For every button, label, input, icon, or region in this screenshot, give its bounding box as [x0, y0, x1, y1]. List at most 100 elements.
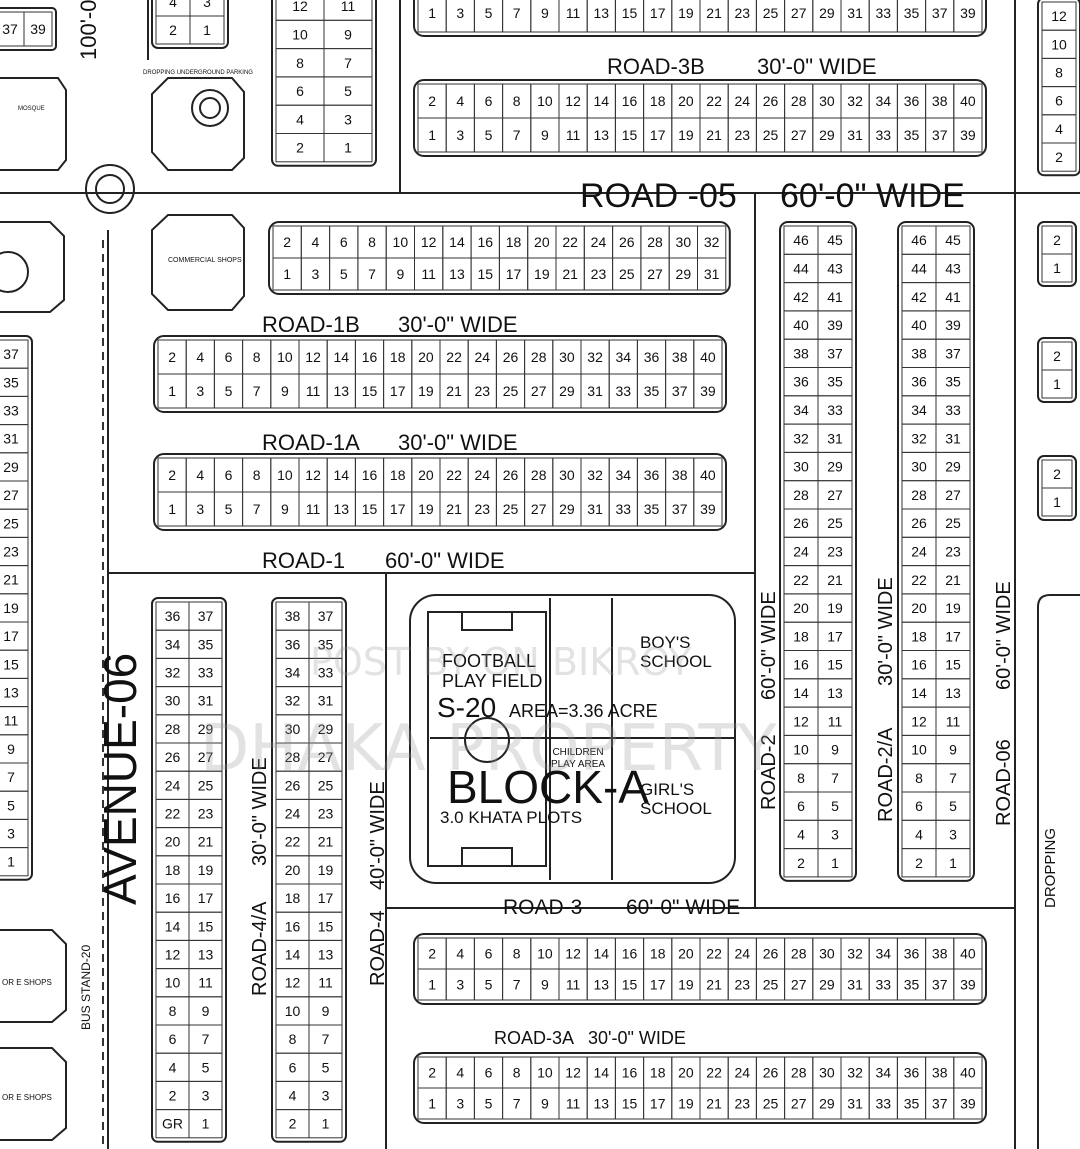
plot-number: 1	[831, 855, 839, 871]
plot-number: 36	[644, 467, 660, 483]
plot-number: 19	[678, 5, 694, 21]
plot-number: 25	[318, 777, 334, 793]
plot-number: 38	[932, 93, 948, 109]
plot-number: 21	[706, 5, 722, 21]
plot-number: 4	[456, 1065, 464, 1081]
plot-number: 17	[650, 1096, 666, 1112]
plot-number: 39	[700, 501, 716, 517]
plot-number: 10	[277, 467, 293, 483]
plot-number: 15	[622, 1096, 638, 1112]
plot-number: 9	[541, 977, 549, 993]
plot-number: 20	[418, 349, 434, 365]
road-2-name: ROAD-2	[758, 734, 780, 810]
bus-stand-block-a	[0, 929, 67, 1023]
plot-number: 31	[847, 5, 863, 21]
plot-number: 40	[960, 93, 976, 109]
plot-number: 25	[763, 127, 779, 143]
plot-number: 15	[945, 657, 961, 673]
plot-number: 3	[344, 111, 352, 127]
plot-number: 1	[1053, 376, 1061, 392]
plot-number: 36	[904, 93, 920, 109]
plot-number: 16	[911, 657, 927, 673]
plot-number: 3	[949, 826, 957, 842]
plot-number: 31	[318, 693, 334, 709]
plot-number: 17	[650, 977, 666, 993]
plot-number: 13	[945, 685, 961, 701]
plot-number: 4	[456, 93, 464, 109]
plot-block-right-1: 21	[1037, 221, 1077, 287]
plot-number: 33	[876, 977, 892, 993]
commercial-shops-block	[151, 214, 245, 311]
plot-number: 19	[418, 383, 434, 399]
plot-number: 8	[915, 770, 923, 786]
plot-number: 7	[344, 55, 352, 71]
plot-number: 21	[3, 572, 19, 588]
plot-number: 25	[763, 1096, 779, 1112]
plot-number: 1	[428, 1096, 436, 1112]
plot-number: 2	[1053, 232, 1061, 248]
plot-number: 31	[945, 430, 961, 446]
plot-number: 11	[421, 266, 436, 282]
plot-number: 27	[647, 266, 663, 282]
roundabout-inner	[95, 174, 125, 204]
plot-number: 24	[735, 93, 751, 109]
plot-number: 3	[7, 826, 15, 842]
plot-number: 26	[793, 515, 809, 531]
plot-number: 37	[198, 608, 214, 624]
plot-number: 21	[318, 834, 334, 850]
plot-number: 40	[960, 946, 976, 962]
plot-number: 31	[587, 501, 603, 517]
plot-number: 39	[945, 317, 961, 333]
plot-number: 24	[793, 543, 809, 559]
plot-number: 23	[591, 266, 607, 282]
road-4-width: 40'-0" WIDE	[367, 781, 389, 890]
plot-number: 21	[706, 1096, 722, 1112]
plot-number: 23	[827, 543, 843, 559]
roundabout-area	[0, 77, 245, 1141]
plot-number: 2	[915, 855, 923, 871]
plot-number: 37	[672, 383, 688, 399]
plot-number: 18	[650, 946, 666, 962]
plot-number: 2	[428, 946, 436, 962]
plot-number: 25	[945, 515, 961, 531]
plot-number: 16	[362, 349, 378, 365]
plot-number: 29	[198, 721, 214, 737]
plot-number: 39	[700, 383, 716, 399]
plot-number: 35	[827, 374, 843, 390]
plot-number: 30	[911, 459, 927, 475]
plot-number: 1	[428, 127, 436, 143]
plot-number: 3	[456, 1096, 464, 1112]
plot-number: 17	[198, 890, 214, 906]
plot-number: 10	[1051, 36, 1067, 52]
plot-number: 16	[622, 946, 638, 962]
plot-number: 35	[644, 501, 660, 517]
plot-number: 35	[904, 5, 920, 21]
plot-number: 36	[644, 349, 660, 365]
plot-number: 6	[485, 1065, 493, 1081]
mosque-label: MOSQUE	[18, 106, 45, 112]
plot-number: 27	[791, 1096, 807, 1112]
plot-number: 12	[292, 0, 308, 14]
plot-number: 32	[847, 946, 863, 962]
plot-number: 7	[368, 266, 376, 282]
plot-number: 32	[165, 665, 181, 681]
plot-number: 21	[706, 127, 722, 143]
plot-number: 16	[477, 234, 493, 250]
plot-number: 26	[165, 749, 181, 765]
khata-plots-label: 3.0 KHATA PLOTS	[440, 808, 582, 827]
plot-number: 17	[390, 501, 406, 517]
plot-number: 9	[396, 266, 404, 282]
plot-number: 28	[531, 467, 547, 483]
road-1b-name: ROAD-1B	[262, 312, 360, 337]
plot-number: 2	[1053, 348, 1061, 364]
plot-number: 1	[428, 977, 436, 993]
plot-number: 38	[932, 1065, 948, 1081]
plot-number: 3	[456, 127, 464, 143]
plot-number: 38	[911, 345, 927, 361]
plot-number: 25	[763, 977, 779, 993]
road-1-name: ROAD-1	[262, 548, 345, 573]
